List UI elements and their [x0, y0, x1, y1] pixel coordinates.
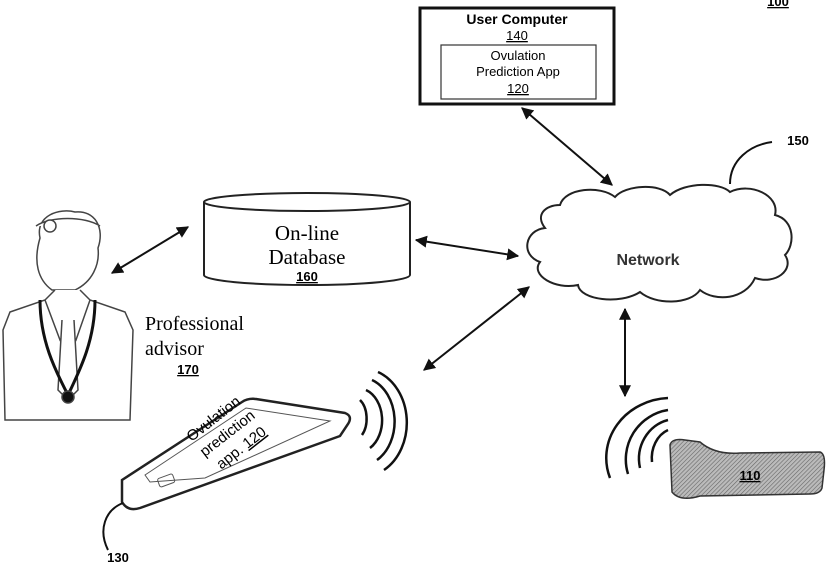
sensor-wireless-icon	[606, 398, 668, 478]
advisor-label-line2: advisor	[145, 338, 204, 360]
network-ref-leader	[730, 142, 772, 184]
phone-wireless-icon	[360, 372, 407, 470]
network-label: Network	[616, 252, 679, 269]
arrow-database-network	[416, 240, 518, 256]
online-database: On-line Database 160	[204, 193, 410, 285]
user-computer-title: User Computer	[466, 11, 568, 27]
advisor-label-line1: Professional	[145, 313, 244, 335]
smartphone: Ovulation prediction app. 120	[122, 391, 350, 509]
phone-ref-leader	[103, 503, 123, 550]
network-cloud: Network	[527, 185, 791, 302]
database-label-line1: On-line	[275, 221, 339, 245]
advisor-ref: 170	[177, 362, 199, 377]
figure-ref: 100	[767, 0, 789, 9]
database-label-line2: Database	[269, 245, 346, 269]
app-label-line2: Prediction App	[476, 64, 560, 79]
doctor-icon	[3, 211, 133, 420]
arrow-computer-network	[522, 108, 612, 185]
arrow-advisor-database	[112, 227, 188, 273]
app-label-line1: Ovulation	[491, 48, 546, 63]
app-ref: 120	[507, 81, 529, 96]
network-ref: 150	[787, 133, 809, 148]
device-ref: 110	[740, 468, 761, 483]
database-ref: 160	[296, 269, 318, 284]
arrow-phone-network	[424, 287, 529, 370]
user-computer-ref: 140	[506, 28, 528, 43]
ovulation-sensor-device: 110	[670, 440, 825, 499]
user-computer-box: User Computer 140 Ovulation Prediction A…	[420, 8, 614, 104]
phone-ref: 130	[107, 550, 129, 562]
